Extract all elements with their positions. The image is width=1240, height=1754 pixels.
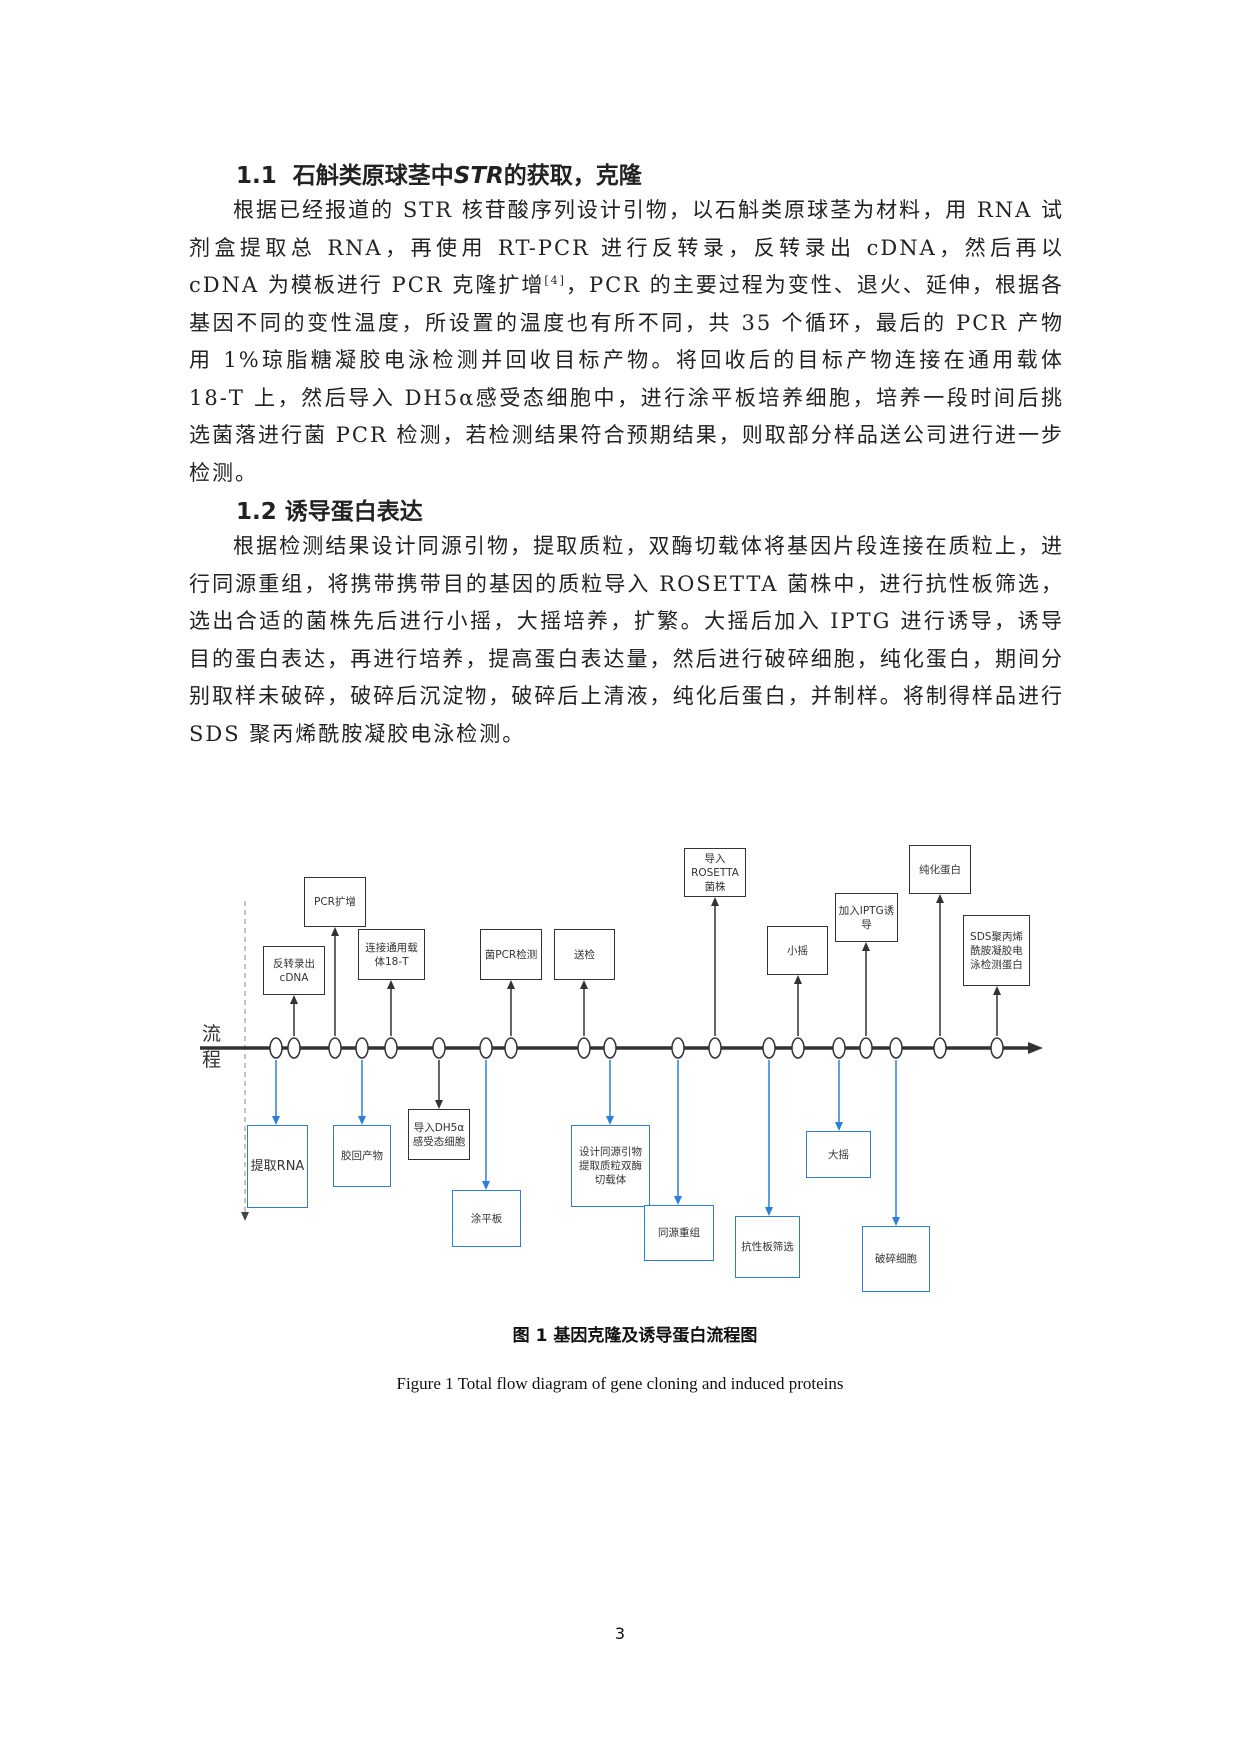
timeline-node: [859, 1037, 873, 1059]
arrowhead: [794, 975, 802, 984]
arrowhead: [290, 995, 298, 1004]
step-box: 加入IPTG诱导: [835, 893, 898, 942]
citation: [4]: [544, 274, 566, 287]
step-box: 纯化蛋白: [909, 845, 971, 894]
step-box: 送检: [554, 929, 615, 980]
timeline-node: [269, 1037, 283, 1059]
body-text: 1.1 石斛类原球茎中STR的获取，克隆 根据已经报道的 STR 核苷酸序列设计…: [189, 160, 1064, 757]
figure-caption-cn: 图 1 基因克隆及诱导蛋白流程图: [512, 1326, 758, 1346]
axis-arrowhead: [1028, 1042, 1043, 1054]
section-heading-1-1: 1.1 石斛类原球茎中STR的获取，克隆: [236, 163, 642, 189]
timeline-node: [762, 1037, 776, 1059]
timeline-node: [603, 1037, 617, 1059]
arrowhead: [862, 942, 870, 951]
step-box-blue: 大摇: [806, 1131, 871, 1178]
arrowhead: [435, 1100, 443, 1109]
step-box: 菌PCR检测: [480, 929, 542, 980]
timeline-node: [577, 1037, 591, 1059]
section-heading-1-2: 1.2 诱导蛋白表达: [236, 499, 423, 525]
timeline-node: [791, 1037, 805, 1059]
section-1-2-paragraph: 根据检测结果设计同源引物，提取质粒，双酶切载体将基因片段连接在质粒上，进行同源重…: [189, 534, 1064, 746]
timeline-node: [933, 1037, 947, 1059]
timeline-node: [432, 1037, 446, 1059]
arrowhead: [507, 980, 515, 989]
timeline-node: [889, 1037, 903, 1059]
timeline-node: [287, 1037, 301, 1059]
axis-label-2: 程: [202, 1049, 222, 1071]
arrowhead: [765, 1207, 773, 1216]
arrowhead: [580, 980, 588, 989]
step-box-blue: 破碎细胞: [862, 1226, 930, 1292]
step-box-blue: 涂平板: [452, 1190, 521, 1247]
arrowhead: [993, 986, 1001, 995]
arrowhead: [606, 1116, 614, 1125]
timeline-node: [708, 1037, 722, 1059]
step-box: 导入ROSETTA菌株: [684, 848, 746, 897]
timeline-node: [504, 1037, 518, 1059]
step-box: 反转录出cDNA: [263, 946, 325, 995]
timeline-node: [479, 1037, 493, 1059]
step-box-blue: 胶回产物: [333, 1125, 391, 1187]
arrowhead: [331, 927, 339, 936]
step-box-blue: 提取RNA: [247, 1125, 308, 1208]
arrowhead: [674, 1196, 682, 1205]
step-box: 导入DH5α感受态细胞: [408, 1109, 470, 1160]
arrowhead: [482, 1181, 490, 1190]
step-box: SDS聚丙烯酰胺凝胶电泳检测蛋白: [963, 915, 1030, 986]
arrowhead: [936, 894, 944, 903]
timeline-node: [832, 1037, 846, 1059]
step-box-blue: 抗性板筛选: [735, 1216, 800, 1278]
page-number: 3: [614, 1624, 626, 1643]
arrowhead: [711, 897, 719, 906]
timeline-node: [328, 1037, 342, 1059]
timeline-node: [671, 1037, 685, 1059]
arrowhead: [272, 1116, 280, 1125]
step-box-blue: 同源重组: [644, 1205, 714, 1261]
step-box: 小摇: [767, 926, 828, 975]
step-box: PCR扩增: [304, 877, 366, 927]
timeline-node: [384, 1037, 398, 1059]
figure-caption-en: Figure 1 Total flow diagram of gene clon…: [396, 1374, 844, 1393]
timeline-node: [355, 1037, 369, 1059]
arrowhead: [892, 1217, 900, 1226]
step-box: 连接通用载体18-T: [358, 929, 425, 980]
step-box-blue: 设计同源引物提取质粒双酶切载体: [571, 1125, 650, 1207]
timeline-node: [990, 1037, 1004, 1059]
axis-label-1: 流: [202, 1023, 222, 1045]
section-1-1-paragraph: 根据已经报道的 STR 核苷酸序列设计引物，以石斛类原球茎为材料，用 RNA 试…: [189, 198, 1064, 485]
arrowhead: [835, 1122, 843, 1131]
arrowhead: [358, 1116, 366, 1125]
guide-arrowhead: [241, 1212, 249, 1221]
arrowhead: [387, 980, 395, 989]
